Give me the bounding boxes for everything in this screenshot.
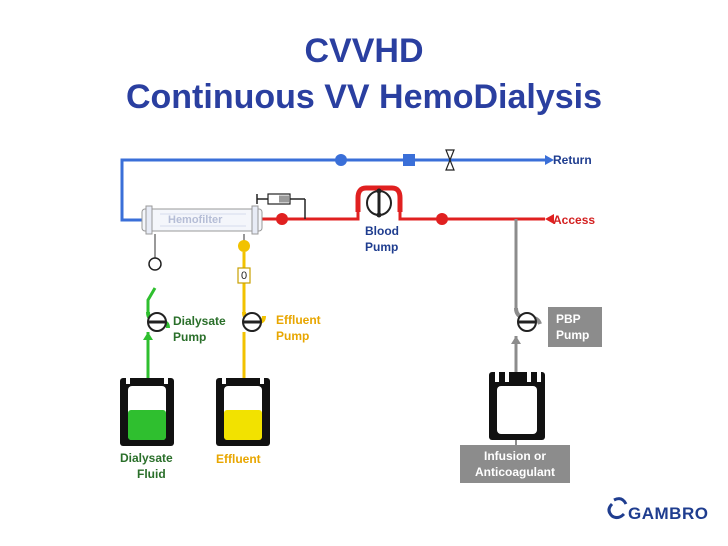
page-title: CVVHD xyxy=(304,32,424,70)
access-arrow-icon xyxy=(545,214,554,224)
infusion-label-line1: Infusion or xyxy=(484,449,546,463)
dialysate-fluid-label-line1: Dialysate xyxy=(120,451,173,465)
access-line xyxy=(262,212,545,221)
blood-pump-label-line1: Blood xyxy=(365,224,399,238)
dialysate-pump-icon xyxy=(146,311,170,332)
page-subtitle: Continuous VV HemoDialysis xyxy=(125,78,603,116)
pressure-pod-label: 0 xyxy=(240,270,248,282)
effluent-bag-icon xyxy=(216,378,270,446)
dialysate-bag-icon xyxy=(120,378,174,446)
effluent-pump-label-line1: Effluent xyxy=(276,313,321,327)
access-label: Access xyxy=(553,213,596,227)
return-pressure-sensor-icon xyxy=(335,154,347,166)
dialysate-fluid-label-line2: Fluid xyxy=(137,467,166,481)
pbp-flow-arrow-icon xyxy=(511,336,521,344)
effluent-pump-label-line2: Pump xyxy=(276,329,310,343)
hemofilter-icon xyxy=(141,205,263,235)
gambro-logo-icon xyxy=(607,497,628,520)
pbp-pump-label-line1: PBP xyxy=(556,312,581,326)
dialysate-clamp-icon xyxy=(148,257,162,271)
return-arrow-icon xyxy=(545,155,554,165)
return-label: Return xyxy=(553,153,592,167)
blood-pump-icon xyxy=(355,185,403,218)
return-line xyxy=(120,158,545,222)
infusion-label: Infusion or Anticoagulant xyxy=(460,445,570,483)
gambro-logo-text: GAMBRO xyxy=(628,504,709,523)
infusion-bag-icon xyxy=(489,372,545,440)
pbp-pump-label-line2: Pump xyxy=(556,328,590,342)
blood-leak-detector-icon xyxy=(237,267,251,284)
dialysate-flow-arrow-icon xyxy=(143,332,153,340)
pbp-pump-icon xyxy=(514,307,542,332)
air-detector-icon xyxy=(403,154,415,166)
effluent-bag-label: Effluent xyxy=(216,452,261,466)
infusion-label-line2: Anticoagulant xyxy=(475,465,555,479)
pbp-pump-label: PBP Pump xyxy=(548,307,602,347)
dialysate-pump-label-line1: Dialysate xyxy=(173,314,226,328)
effluent-pressure-sensor-icon xyxy=(238,240,250,252)
blood-pump-label-line2: Pump xyxy=(365,240,399,254)
filter-pressure-sensor-icon xyxy=(276,213,288,225)
return-clamp-icon xyxy=(445,149,455,171)
access-pressure-sensor-icon xyxy=(436,213,448,225)
hemofilter-label: Hemofilter xyxy=(168,214,223,226)
effluent-pump-icon xyxy=(242,311,266,332)
syringe-icon xyxy=(256,193,306,219)
dialysate-pump-label-line2: Pump xyxy=(173,330,207,344)
